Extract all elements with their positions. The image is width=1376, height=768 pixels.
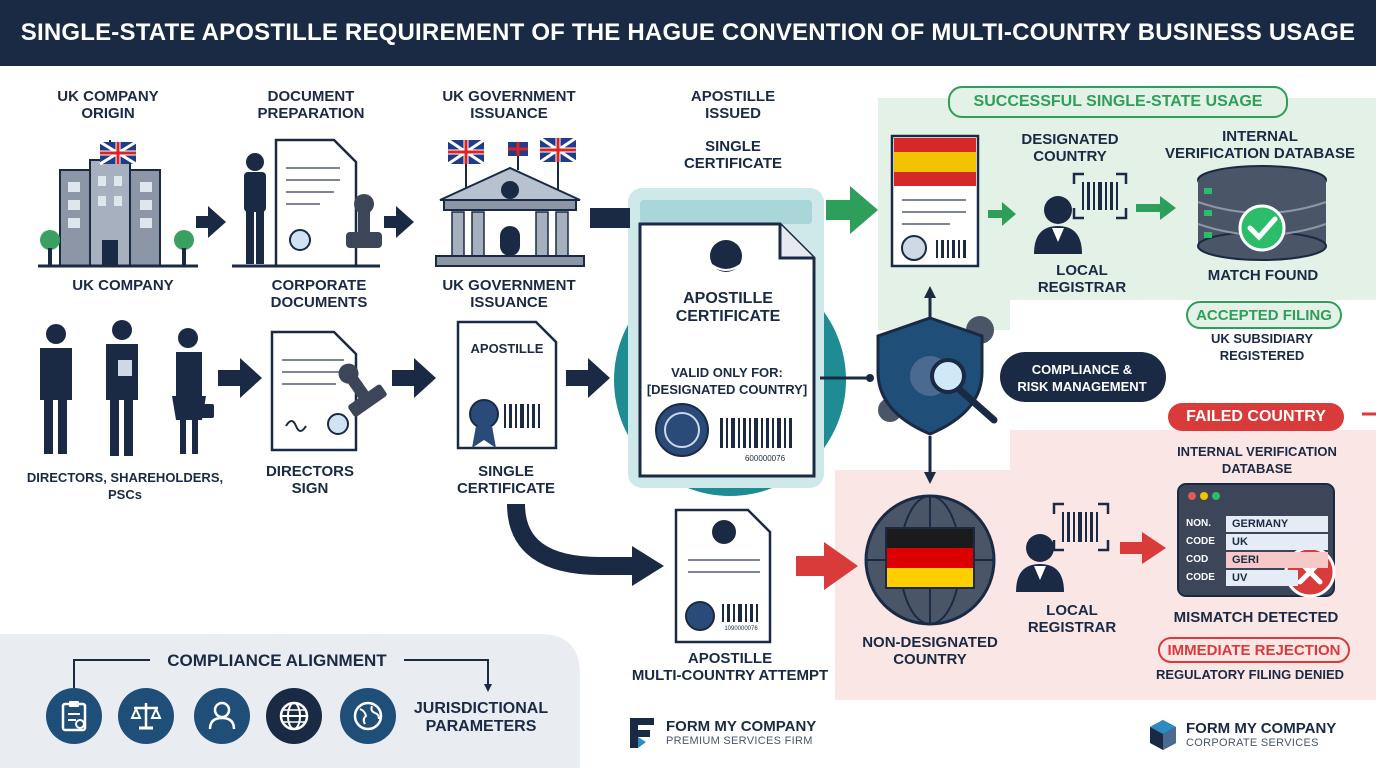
db-row-value: GERI (1226, 552, 1328, 568)
multi-country-apostille-icon (674, 508, 772, 644)
failure-non-designated: NON-DESIGNATED COUNTRY (862, 634, 998, 668)
accepted-filing-badge: ACCEPTED FILING (1186, 301, 1342, 329)
check-icon (1238, 204, 1286, 252)
db-row-key: CODE (1186, 536, 1215, 547)
scales-icon (118, 688, 174, 744)
failure-db-rows: NON. GERMANY CODE UK COD GERI CODE UV (1186, 516, 1328, 586)
small-apostille-icon (456, 320, 558, 450)
failure-mismatch: MISMATCH DETECTED (1173, 609, 1339, 626)
title-bar: SINGLE-STATE APOSTILLE REQUIREMENT OF TH… (0, 0, 1376, 66)
designated-country-document-icon (890, 134, 980, 268)
main-certificate-icon (638, 222, 816, 478)
alignment-title: COMPLIANCE ALIGNMENT (167, 651, 387, 670)
brand-name: FORM MY COMPANY (666, 717, 817, 735)
db-row-value: GERMANY (1226, 516, 1328, 532)
label-single-certificate: SINGLE CERTIFICATE (456, 463, 556, 497)
earth-icon (340, 688, 396, 744)
non-designated-globe-icon (864, 494, 996, 626)
brand-subtitle: CORPORATE SERVICES (1186, 736, 1319, 749)
label-uk-company: UK COMPANY (72, 277, 174, 294)
corporate-documents-icon (232, 138, 382, 268)
failure-database: INTERNAL VERIFICATION DATABASE (1177, 444, 1337, 476)
clipboard-icon (46, 688, 102, 744)
db-row-value: UV (1226, 570, 1298, 586)
db-row: CODE UK (1186, 534, 1328, 550)
label-origin-head: UK COMPANY ORIGIN (57, 88, 159, 122)
db-row-key: COD (1186, 554, 1209, 565)
label-issued-head: APOSTILLE ISSUED (690, 88, 776, 122)
label-single-cert-head: SINGLE CERTIFICATE (683, 138, 783, 172)
label-corporate-docs: CORPORATE DOCUMENTS (270, 277, 368, 311)
success-header: SUCCESSFUL SINGLE-STATE USAGE (948, 86, 1288, 118)
brand-logo-premium: FORM MY COMPANY PREMIUM SERVICES FIRM (626, 716, 816, 750)
alignment-params: JURISDICTIONAL PARAMETERS (413, 700, 549, 735)
person-icon (194, 688, 250, 744)
compliance-risk-label: COMPLIANCE & RISK MANAGEMENT (1017, 362, 1147, 394)
db-row: NON. GERMANY (1186, 516, 1328, 532)
failure-denied: REGULATORY FILING DENIED (1155, 667, 1345, 682)
label-multi-attempt: APOSTILLE MULTI-COUNTRY ATTEMPT (631, 650, 829, 684)
db-row-key: NON. (1186, 518, 1211, 529)
db-row-value: UK (1226, 534, 1328, 550)
barcode-scanner-icon (1072, 172, 1128, 220)
certificate-valid-for: VALID ONLY FOR: [DESIGNATED COUNTRY] (646, 365, 808, 397)
compliance-shield-icon (876, 316, 998, 436)
brand-logo-corporate: FORM MY COMPANY CORPORATE SERVICES (1148, 718, 1336, 752)
uk-company-building-icon (38, 140, 198, 268)
certificate-title: APOSTILLE CERTIFICATE (675, 290, 781, 325)
success-database: INTERNAL VERIFICATION DATABASE (1165, 128, 1355, 162)
directors-sign-document-icon (270, 330, 387, 452)
label-gov-head: UK GOVERNMENT ISSUANCE (442, 88, 576, 122)
failed-registrar-icon (1016, 534, 1064, 592)
globe-icon (266, 688, 322, 744)
label-directors-sign: DIRECTORS SIGN (265, 463, 355, 497)
success-designated: DESIGNATED COUNTRY (1021, 131, 1119, 165)
db-row: CODE UV (1186, 570, 1328, 586)
label-gov-issuance: UK GOVERNMENT ISSUANCE (442, 277, 576, 311)
certificate-serial: 600000076 (744, 454, 786, 463)
failure-registrar: LOCAL REGISTRAR (1027, 602, 1117, 636)
success-registrar: LOCAL REGISTRAR (1037, 262, 1127, 296)
success-match: MATCH FOUND (1207, 267, 1319, 284)
page-title: SINGLE-STATE APOSTILLE REQUIREMENT OF TH… (20, 19, 1356, 46)
label-directors: DIRECTORS, SHAREHOLDERS, PSCs (26, 470, 224, 502)
brand-f-icon (630, 718, 654, 748)
failed-country-header: FAILED COUNTRY (1168, 403, 1344, 431)
db-row: COD GERI (1186, 552, 1328, 568)
small-certificate-serial: 1090000076 (724, 626, 758, 632)
failed-scanner-icon (1052, 502, 1110, 552)
db-row-key: CODE (1186, 572, 1215, 583)
label-prep-head: DOCUMENT PREPARATION (257, 88, 365, 122)
immediate-rejection-badge: IMMEDIATE REJECTION (1158, 637, 1350, 663)
government-building-icon (435, 136, 585, 267)
local-registrar-icon (1034, 196, 1082, 254)
label-small-apostille: APOSTILLE (470, 341, 544, 356)
directors-group-icon (40, 320, 214, 456)
brand-name: FORM MY COMPANY (1186, 719, 1337, 737)
success-registered: UK SUBSIDIARY REGISTERED (1210, 331, 1314, 363)
brand-cube-icon (1150, 720, 1176, 750)
brand-subtitle: PREMIUM SERVICES FIRM (666, 734, 813, 747)
